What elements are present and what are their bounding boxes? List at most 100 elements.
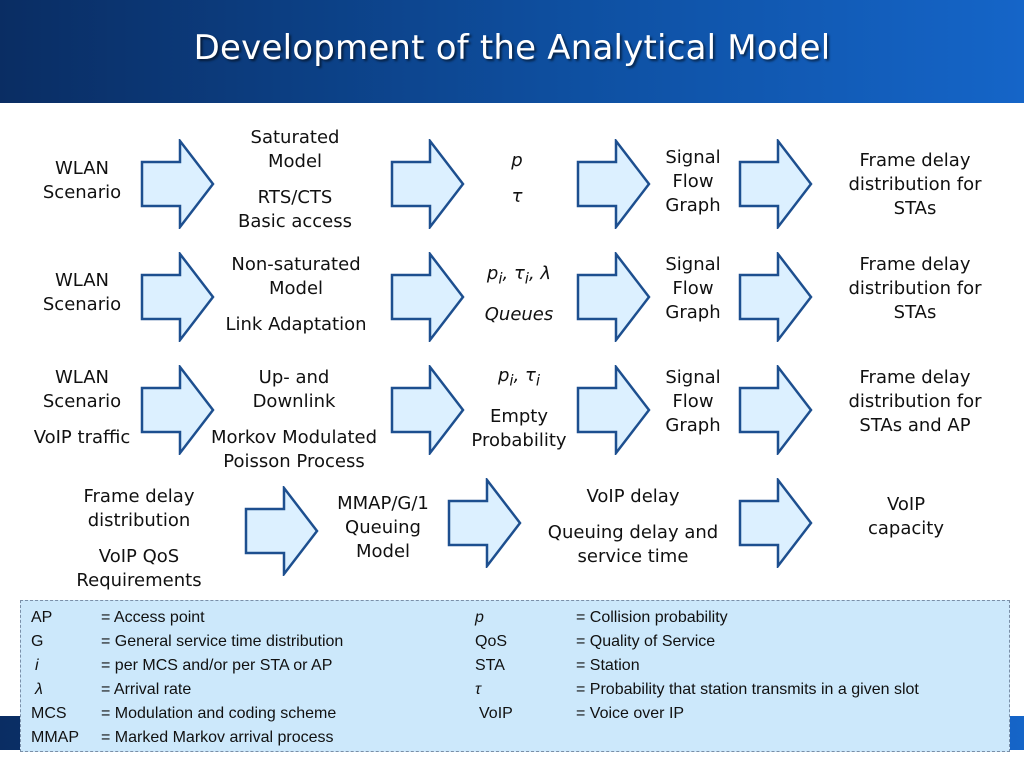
legend-term: STA <box>475 657 505 674</box>
row1-model: Saturated Model RTS/CTS Basic access <box>238 126 352 234</box>
legend-def: = Arrival rate <box>101 681 192 698</box>
row1-output-line1: Frame delay <box>859 150 971 171</box>
flow-arrow-icon <box>576 139 651 229</box>
flow-arrow-icon <box>140 365 215 455</box>
flow-arrow-icon <box>244 486 319 576</box>
row4-input: Frame delay distribution VoIP QoS Requir… <box>76 485 201 593</box>
row3-model-b-line2: Poisson Process <box>223 451 365 472</box>
row2-input: WLAN Scenario <box>43 269 121 317</box>
row4-input-b-line2: Requirements <box>76 570 202 591</box>
row3-input-line2: Scenario <box>42 391 122 412</box>
legend-def: = General service time distribution <box>101 633 344 650</box>
row2-input-line2: Scenario <box>42 294 122 315</box>
row1-output-line2: distribution for <box>848 174 982 195</box>
row1-method: Signal Flow Graph <box>665 146 720 218</box>
legend-term: i <box>35 657 39 674</box>
row4-result-b-line1: Queuing delay and <box>547 522 719 543</box>
row2-param-list: pi, τi, λ <box>486 263 552 288</box>
flow-arrow-icon <box>576 365 651 455</box>
row4-input-b-line1: VoIP QoS <box>98 546 180 567</box>
row3-method: Signal Flow Graph <box>665 366 720 438</box>
row4-result-b-line2: service time <box>577 546 689 567</box>
row2-params: pi, τi, λ Queues <box>485 262 554 327</box>
legend-term: MMAP <box>31 729 79 746</box>
row1-method-line1: Signal <box>665 147 721 168</box>
row2-output-line3: STAs <box>893 302 937 323</box>
row3-param-empty-line2: Probability <box>471 429 567 451</box>
row3-param-empty-line1: Empty <box>489 405 549 427</box>
legend-def: = Marked Markov arrival process <box>101 729 334 746</box>
row2-method-line1: Signal <box>665 254 721 275</box>
legend-term: λ <box>35 681 43 698</box>
row1-model-b-line2: Basic access <box>237 211 353 232</box>
row4-model-line3: Model <box>355 541 411 562</box>
flow-arrow-icon <box>576 252 651 342</box>
legend-term: VoIP <box>479 705 513 722</box>
row3-model: Up- and Downlink Morkov Modulated Poisso… <box>211 366 377 474</box>
row2-model: Non-saturated Model Link Adaptation <box>225 253 366 337</box>
row3-output-line1: Frame delay <box>859 367 971 388</box>
row1-method-line2: Flow <box>672 171 714 192</box>
flow-arrow-icon <box>390 252 465 342</box>
row4-input-line1: Frame delay <box>83 486 195 507</box>
row3-output-line3: STAs and AP <box>859 415 971 436</box>
legend-term: QoS <box>475 633 508 650</box>
row3-model-a-line1: Up- and <box>258 367 330 388</box>
row4-result-voip-delay: VoIP delay <box>586 486 680 507</box>
row4-output-line2: capacity <box>868 518 944 539</box>
row4-input-line2: distribution <box>87 510 191 531</box>
row2-output: Frame delay distribution for STAs <box>848 253 981 325</box>
flow-arrow-icon <box>738 139 813 229</box>
row3-output: Frame delay distribution for STAs and AP <box>848 366 981 438</box>
flow-arrow-icon <box>140 252 215 342</box>
row3-input-line1: WLAN <box>54 367 110 388</box>
legend-def: = Modulation and coding scheme <box>101 705 337 722</box>
row4-result: VoIP delay Queuing delay and service tim… <box>548 485 718 569</box>
row1-input: WLAN Scenario <box>43 157 121 205</box>
row2-output-line2: distribution for <box>848 278 982 299</box>
row1-params: p τ <box>511 149 522 209</box>
row1-output-line3: STAs <box>893 198 937 219</box>
flow-arrow-icon <box>140 139 215 229</box>
row4-output-line1: VoIP <box>886 494 926 515</box>
row3-input: WLAN Scenario VoIP traffic <box>34 366 131 450</box>
flow-arrow-icon <box>447 478 522 568</box>
flow-arrow-icon <box>390 365 465 455</box>
flow-arrow-icon <box>390 139 465 229</box>
flow-arrow-icon <box>738 365 813 455</box>
row2-method-line2: Flow <box>672 278 714 299</box>
row4-model-line1: MMAP/G/1 <box>337 493 429 514</box>
row3-method-line3: Graph <box>665 415 721 436</box>
legend-term: G <box>31 633 44 650</box>
row2-method: Signal Flow Graph <box>665 253 720 325</box>
row1-input-line1: WLAN <box>54 158 110 179</box>
row1-model-b-line1: RTS/CTS <box>257 187 333 208</box>
legend-def: = Probability that station transmits in … <box>576 681 919 698</box>
row2-model-a-line2: Model <box>268 278 324 299</box>
row1-model-a-line2: Model <box>267 151 323 172</box>
row2-input-line1: WLAN <box>54 270 110 291</box>
row2-model-b-line1: Link Adaptation <box>225 314 367 335</box>
row1-method-line3: Graph <box>665 195 721 216</box>
legend-def: = Station <box>576 657 640 674</box>
row3-model-b-line1: Morkov Modulated <box>210 427 378 448</box>
title-bar: Development of the Analytical Model <box>0 0 1024 103</box>
slide-title: Development of the Analytical Model <box>193 28 831 68</box>
legend-term: AP <box>31 609 53 626</box>
legend-def: = Voice over IP <box>576 705 685 722</box>
row3-input-voip: VoIP traffic <box>33 427 131 448</box>
row2-output-line1: Frame delay <box>859 254 971 275</box>
row3-model-a-line2: Downlink <box>252 391 336 412</box>
row1-param-tau: τ <box>511 186 523 207</box>
legend-term: MCS <box>31 705 67 722</box>
row3-params: pi, τi Empty Probability <box>471 364 566 453</box>
legend-term: τ <box>475 681 481 698</box>
flow-arrow-icon <box>738 252 813 342</box>
row2-model-a-line1: Non-saturated <box>231 254 361 275</box>
row1-output: Frame delay distribution for STAs <box>848 149 981 221</box>
row2-method-line3: Graph <box>665 302 721 323</box>
row1-model-a-line1: Saturated <box>250 127 340 148</box>
legend-term: p <box>475 609 484 626</box>
row1-param-p: p <box>511 150 523 171</box>
row4-output: VoIP capacity <box>868 493 944 541</box>
